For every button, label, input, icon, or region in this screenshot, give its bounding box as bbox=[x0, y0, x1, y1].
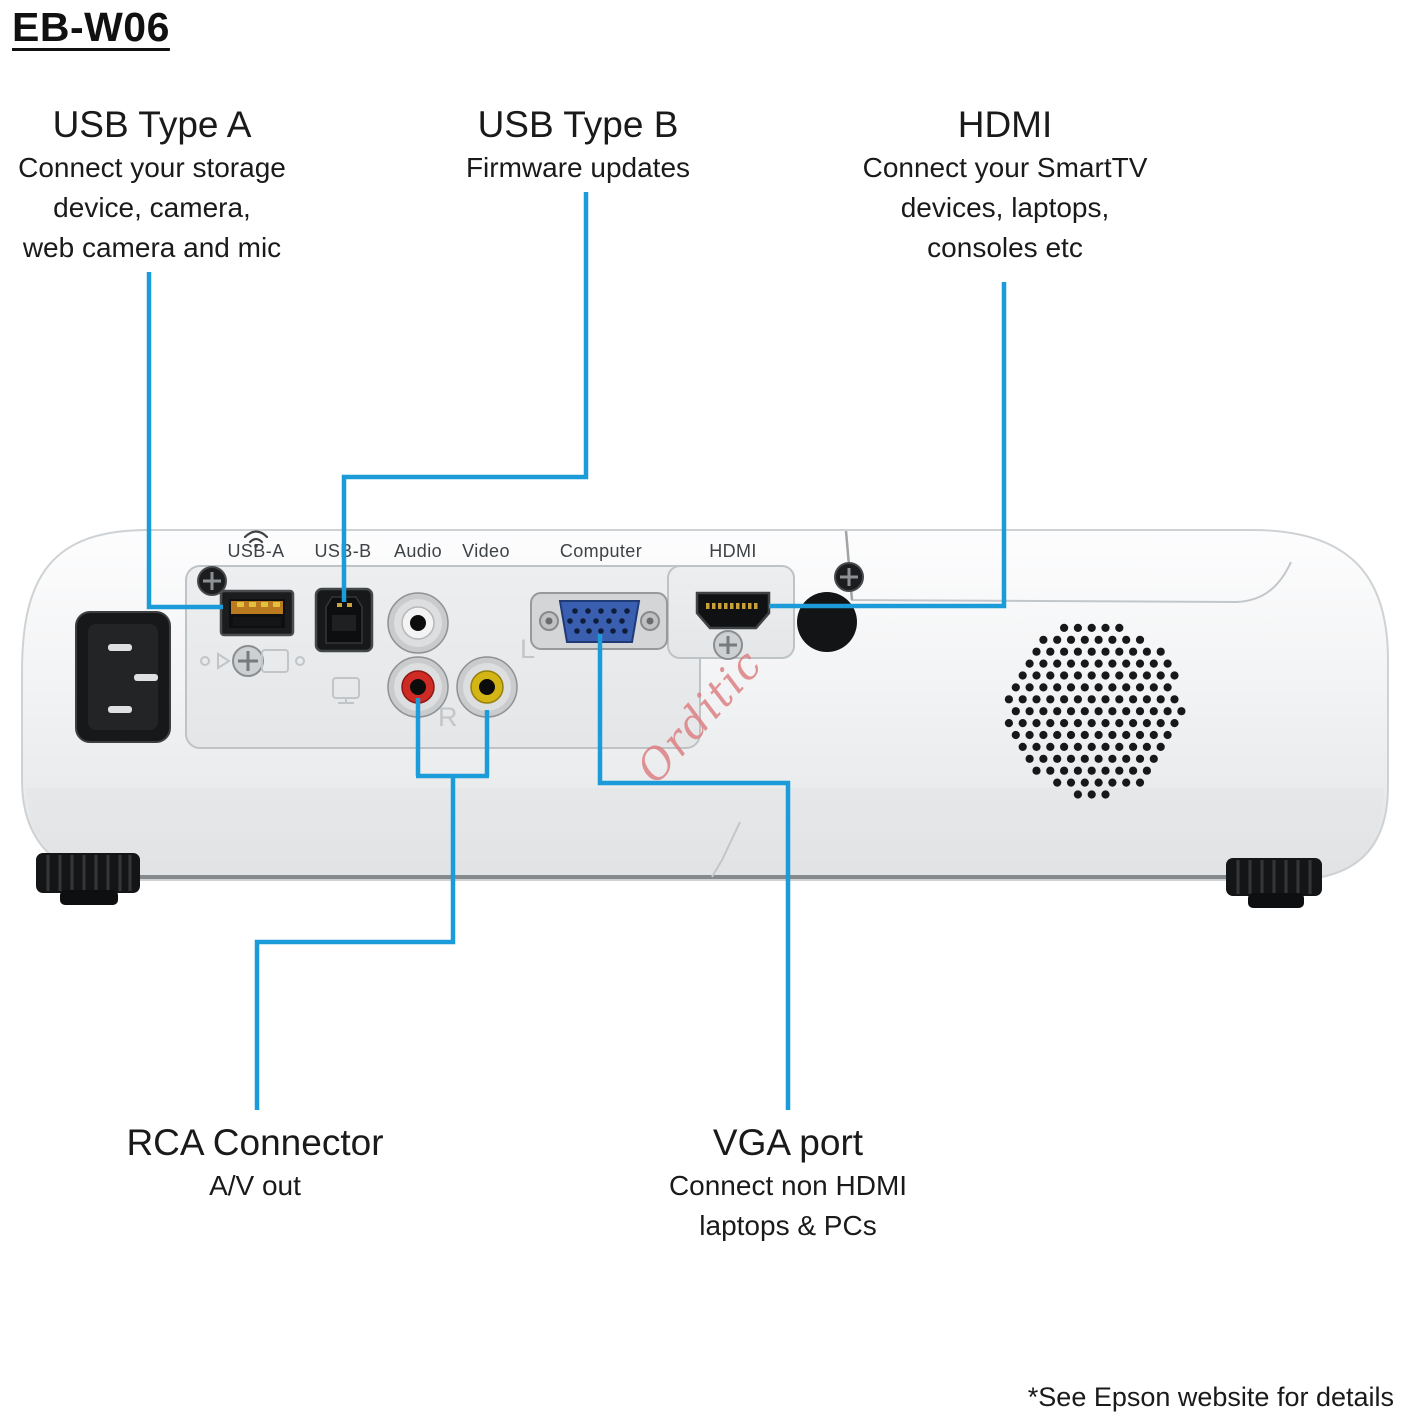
jack-label-r: R bbox=[438, 702, 458, 732]
usb-b-port bbox=[314, 587, 374, 653]
right-foot bbox=[1226, 858, 1322, 908]
leader-line-usb-b bbox=[341, 192, 589, 602]
annotation-usb-type-a: USB Type A Connect your storage device, … bbox=[2, 102, 302, 268]
port-label-usb-a: USB-A bbox=[227, 541, 284, 561]
leader-line-rca bbox=[254, 776, 456, 1110]
footnote: *See Epson website for details bbox=[1027, 1382, 1394, 1412]
port-label-video: Video bbox=[462, 541, 510, 561]
audio-jack-right bbox=[387, 656, 449, 718]
annotation-vga-port: VGA port Connect non HDMI laptops & PCs bbox=[618, 1120, 958, 1246]
annotation-usb-type-b: USB Type B Firmware updates bbox=[428, 102, 728, 188]
screw-icons bbox=[197, 562, 864, 677]
page-title: EB-W06 bbox=[12, 4, 170, 50]
port-label-hdmi: HDMI bbox=[709, 541, 757, 561]
leader-line-hdmi bbox=[769, 282, 1007, 609]
leader-line-vga bbox=[597, 634, 791, 1110]
port-label-audio: Audio bbox=[394, 541, 442, 561]
wifi-icon bbox=[243, 530, 269, 548]
rca-heading: RCA Connector bbox=[126, 1122, 384, 1163]
port-label-computer: Computer bbox=[560, 541, 642, 561]
speaker-grille bbox=[1004, 623, 1186, 799]
hdmi-description: Connect your SmartTV devices, laptops, c… bbox=[862, 152, 1148, 263]
hdmi-port bbox=[695, 591, 771, 630]
annotation-hdmi: HDMI Connect your SmartTV devices, lapto… bbox=[855, 102, 1155, 268]
vga-description: Connect non HDMI laptops & PCs bbox=[668, 1170, 908, 1241]
ir-sensor bbox=[797, 592, 857, 652]
usb-b-heading: USB Type B bbox=[477, 104, 679, 145]
power-inlet bbox=[75, 611, 171, 743]
usb-b-description: Firmware updates bbox=[465, 152, 691, 183]
usb-a-heading: USB Type A bbox=[52, 104, 252, 145]
video-jack bbox=[456, 656, 518, 718]
usb-a-description: Connect your storage device, camera, web… bbox=[18, 152, 286, 263]
panel-glyphs bbox=[200, 649, 360, 704]
leader-line-usb-a bbox=[146, 272, 223, 610]
vga-heading: VGA port bbox=[712, 1122, 864, 1163]
annotation-rca-connector: RCA Connector A/V out bbox=[85, 1120, 425, 1206]
left-foot bbox=[36, 853, 140, 905]
rca-description: A/V out bbox=[209, 1170, 301, 1201]
audio-jack-left bbox=[387, 592, 449, 654]
hdmi-heading: HDMI bbox=[957, 104, 1053, 145]
usb-a-port bbox=[219, 589, 295, 637]
